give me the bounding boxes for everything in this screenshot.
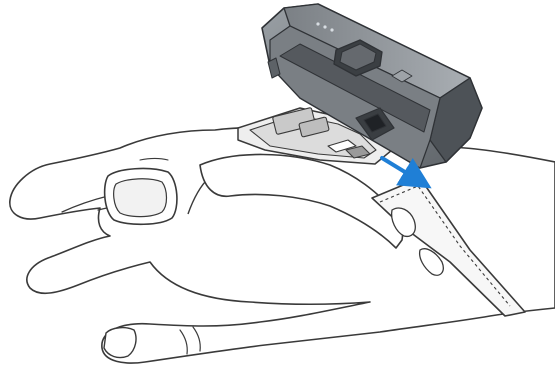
status-led-icon (316, 22, 319, 25)
